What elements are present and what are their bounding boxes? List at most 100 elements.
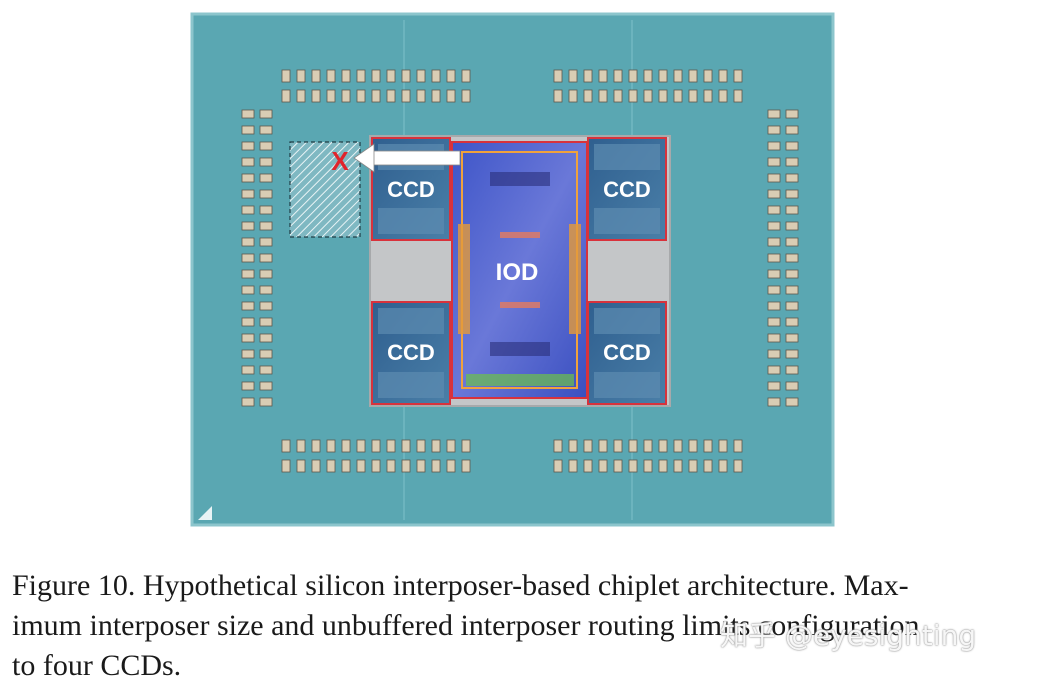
substrate-pad [461,69,471,83]
chiplet-figure: IOD CCD CCD CCD CCD [190,12,835,527]
substrate-pad [785,253,799,263]
substrate-pad [733,459,743,473]
substrate-pad [281,89,291,103]
substrate-pad [446,459,456,473]
substrate-pad [259,301,273,311]
substrate-pad [767,269,781,279]
substrate-pad [598,69,608,83]
substrate-pad [401,69,411,83]
substrate-pad [583,439,593,453]
substrate-pad [446,89,456,103]
substrate-pad [568,69,578,83]
substrate-pad [431,459,441,473]
substrate-pad [311,69,321,83]
substrate-pad [785,269,799,279]
substrate-pad [767,157,781,167]
substrate-pad [446,69,456,83]
substrate-pad [767,205,781,215]
substrate-pad [598,89,608,103]
substrate-pad [785,189,799,199]
substrate-pad [416,439,426,453]
substrate-pad [416,459,426,473]
substrate-pad [688,89,698,103]
substrate-pad [785,333,799,343]
substrate-pad [259,189,273,199]
substrate-pad [767,365,781,375]
pad-group-right [767,109,799,407]
ccd-bottom-left: CCD [371,301,451,405]
substrate-pad [326,459,336,473]
substrate-pad [613,459,623,473]
substrate-pad [628,69,638,83]
substrate-pad [767,189,781,199]
substrate-pad [326,89,336,103]
substrate-pad [259,125,273,135]
substrate-pad [767,349,781,359]
ccd-bottom-right: CCD [587,301,667,405]
substrate-pad [386,89,396,103]
substrate-pad [785,173,799,183]
watermark: 知乎 @eyesighting [720,619,977,652]
substrate-pad [703,459,713,473]
substrate-pad [553,459,563,473]
substrate-pad [767,237,781,247]
chiplet-diagram: IOD CCD CCD CCD CCD [190,12,835,527]
substrate-pad [553,439,563,453]
substrate-pad [326,69,336,83]
substrate-pad [241,285,255,295]
substrate-pad [628,89,638,103]
substrate-pad [767,333,781,343]
caption-line-2: imum interposer size and unbuffered inte… [12,609,920,642]
substrate-pad [341,69,351,83]
substrate-pad [326,439,336,453]
substrate-pad [461,439,471,453]
substrate-pad [598,459,608,473]
substrate-pad [733,89,743,103]
substrate-pad [259,221,273,231]
substrate-pad [703,89,713,103]
substrate-pad [785,365,799,375]
substrate-pad [416,89,426,103]
substrate-pad [296,439,306,453]
substrate-pad [386,459,396,473]
substrate-pad [356,439,366,453]
substrate-pad [767,317,781,327]
substrate-pad [718,69,728,83]
substrate-pad [688,439,698,453]
substrate-pad [259,381,273,391]
substrate-pad [673,89,683,103]
substrate-pad [583,89,593,103]
substrate-pad [598,439,608,453]
substrate-pad [733,69,743,83]
substrate-pad [613,69,623,83]
ccd-label: CCD [387,177,435,202]
x-mark: X [331,146,349,176]
substrate-pad [643,439,653,453]
substrate-pad [785,157,799,167]
substrate-pad [401,89,411,103]
substrate-pad [356,459,366,473]
substrate-pad [259,205,273,215]
substrate-pad [241,253,255,263]
substrate-pad [356,69,366,83]
substrate-pad [296,89,306,103]
substrate-pad [785,349,799,359]
substrate-pad [241,349,255,359]
substrate-pad [356,89,366,103]
substrate-pad [241,125,255,135]
substrate-pad [767,141,781,151]
substrate-pad [241,397,255,407]
substrate-pad [259,157,273,167]
substrate-pad [718,439,728,453]
ccd-top-right: CCD [587,137,667,241]
substrate-pad [281,439,291,453]
substrate-pad [259,173,273,183]
substrate-pad [658,459,668,473]
substrate-pad [241,109,255,119]
substrate-pad [296,459,306,473]
substrate-pad [259,317,273,327]
pad-group-bottom [281,439,743,473]
substrate-pad [703,69,713,83]
substrate-pad [767,109,781,119]
substrate-pad [371,69,381,83]
